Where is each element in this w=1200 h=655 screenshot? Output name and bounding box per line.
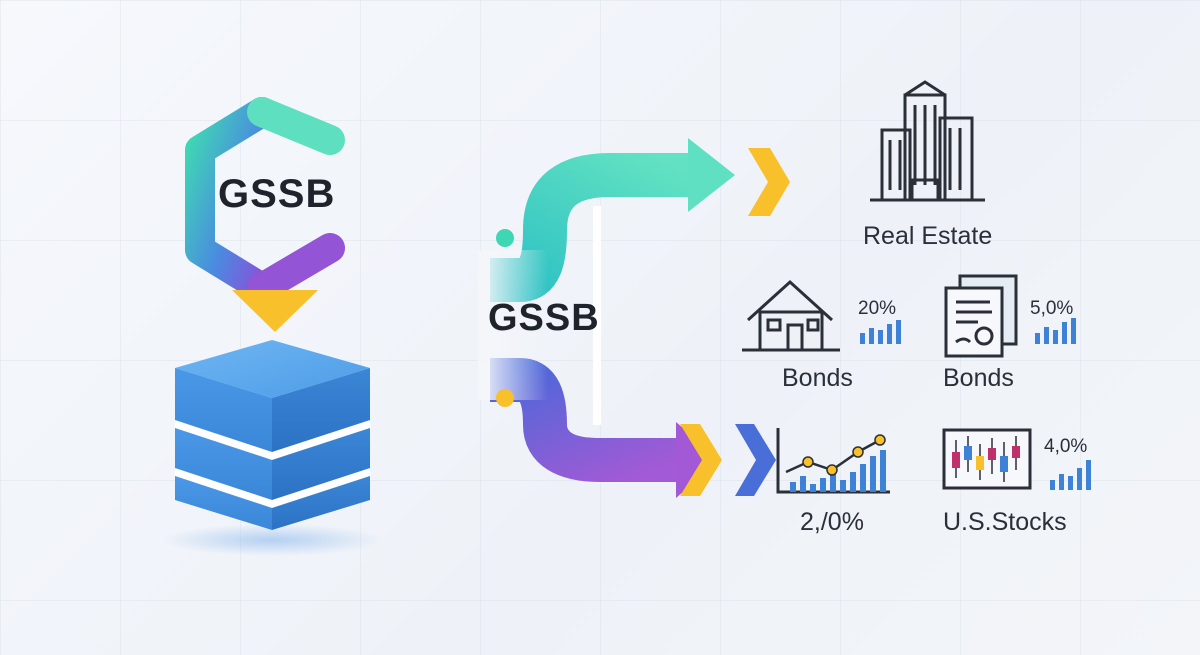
stocks-bar-chart: [1050, 460, 1091, 490]
bonds-certificate-value: 5,0%: [1030, 298, 1074, 319]
down-chevron-icon: [232, 290, 318, 332]
bottom-chevron-blue-icon: [735, 424, 776, 496]
certificate-bar-chart: [1035, 318, 1076, 344]
yellow-dot: [496, 389, 514, 407]
building-icon: [870, 80, 985, 202]
candlestick-chart-icon: [942, 428, 1032, 490]
certificate-icon: [944, 274, 1018, 358]
line-chart-icon: [776, 428, 890, 494]
real-estate-label: Real Estate: [863, 222, 993, 250]
bonds-house-label: Bonds: [782, 364, 853, 392]
stacked-cube: [162, 340, 382, 556]
bonds-house-value: 20%: [858, 298, 897, 319]
left-logo-label: GSSB: [218, 172, 336, 216]
us-stocks-value: 4,0%: [1044, 436, 1088, 457]
house-bar-chart: [860, 320, 901, 344]
line-chart-value: 2,/0%: [800, 508, 864, 536]
teal-dot: [496, 229, 514, 247]
top-chevron-icon: [748, 148, 790, 216]
left-hexagon-logo: [185, 97, 345, 303]
center-flow-label: GSSB: [488, 297, 600, 339]
us-stocks-label: U.S.Stocks: [943, 508, 1067, 536]
bottom-chevron-yellow-icon: [680, 424, 722, 496]
bonds-certificate-label: Bonds: [943, 364, 1014, 392]
house-icon: [742, 279, 840, 352]
